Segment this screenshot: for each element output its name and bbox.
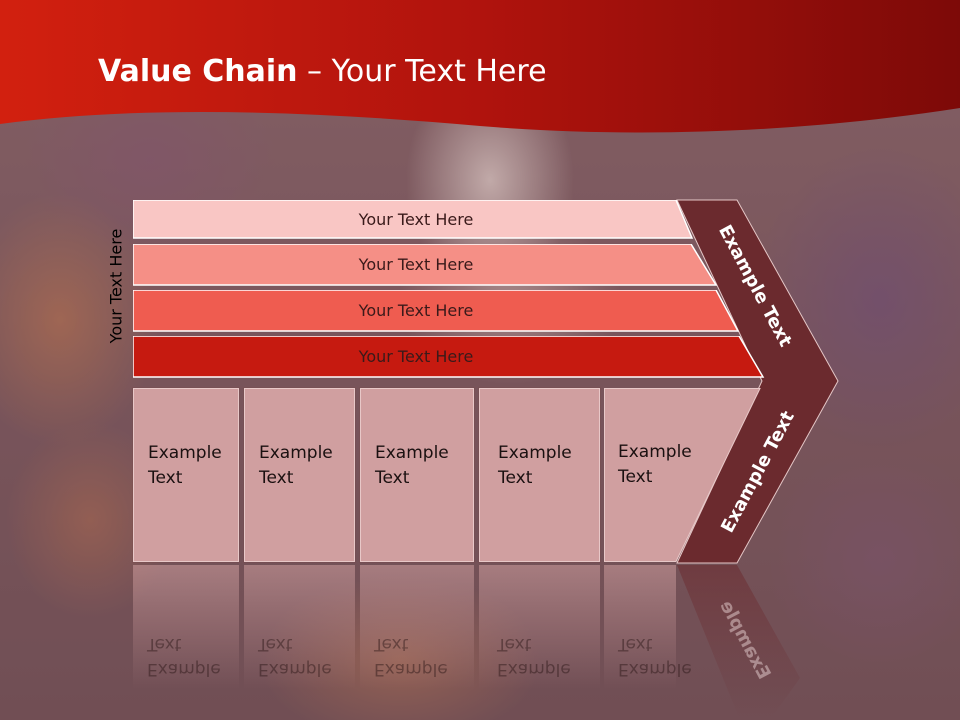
box-1-refl-line2: Text bbox=[147, 634, 182, 654]
box-4-reflection: Example Text bbox=[479, 565, 600, 720]
box-5-line2: Text bbox=[618, 467, 653, 487]
box-4-refl-line2: Text bbox=[497, 634, 532, 654]
chevron-reflection bbox=[677, 565, 800, 720]
bar-3-label: Your Text Here bbox=[358, 301, 474, 320]
box-1-reflection: Example Text bbox=[133, 565, 239, 720]
box-2-refl-line1: Example bbox=[258, 659, 332, 679]
box-5-reflection-text: Example Text bbox=[618, 631, 708, 681]
bar-1-label: Your Text Here bbox=[358, 209, 474, 229]
box-2-line1: Example bbox=[259, 443, 333, 463]
box-3-line2: Text bbox=[375, 468, 410, 488]
bar-3-shape bbox=[133, 290, 740, 332]
box-4-reflection-text: Example Text bbox=[497, 631, 587, 681]
box-3-reflection-text: Example Text bbox=[374, 631, 464, 681]
bar-2-label: Your Text Here bbox=[358, 255, 474, 274]
box-5-line1: Example bbox=[618, 442, 692, 462]
box-2-line2: Text bbox=[259, 468, 294, 488]
box-4-line1: Example bbox=[498, 443, 572, 463]
box-5-refl-line2: Text bbox=[618, 634, 653, 654]
chevron-shape bbox=[676, 199, 839, 564]
box-3-line1: Example bbox=[375, 443, 449, 463]
box-4-refl-line1: Example bbox=[497, 659, 571, 679]
box-1-reflection-text: Example Text bbox=[147, 631, 237, 681]
bar-4-label: Your Text Here bbox=[358, 347, 474, 366]
page-title: Value Chain – Your Text Here bbox=[98, 54, 547, 89]
title-rest: – Your Text Here bbox=[297, 54, 547, 89]
bar-1-shape bbox=[133, 200, 694, 239]
box-1-line2: Text bbox=[148, 468, 183, 488]
box-2-reflection-text: Example Text bbox=[258, 631, 348, 681]
box-5-reflection: Example Text bbox=[604, 565, 692, 720]
box-3-refl-line1: Example bbox=[374, 659, 448, 679]
box-1-refl-line1: Example bbox=[147, 659, 221, 679]
box-3-reflection: Example Text bbox=[360, 565, 474, 720]
box-2-reflection: Example Text bbox=[244, 565, 355, 720]
box-3-refl-line2: Text bbox=[374, 634, 409, 654]
bar-2-shape bbox=[133, 244, 718, 286]
box-1-line1: Example bbox=[148, 443, 222, 463]
box-4-line2: Text bbox=[498, 468, 533, 488]
title-bold: Value Chain bbox=[98, 54, 298, 89]
box-5-refl-line1: Example bbox=[618, 659, 692, 679]
header-banner bbox=[0, 0, 960, 133]
bar-4-shape bbox=[133, 336, 765, 378]
box-5-shape bbox=[604, 388, 761, 562]
box-2-refl-line2: Text bbox=[258, 634, 293, 654]
